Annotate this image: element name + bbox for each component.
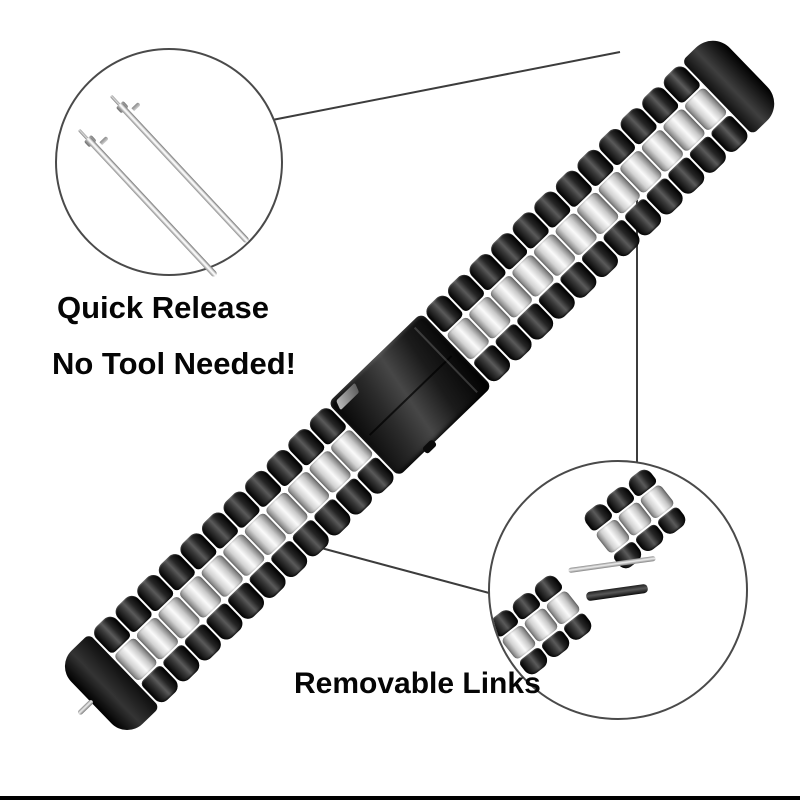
removable-links-detail-circle xyxy=(488,460,748,720)
callout-line-pins xyxy=(261,51,621,123)
mini-band-a xyxy=(581,466,689,572)
image-bottom-border xyxy=(0,796,800,800)
pin-rod xyxy=(117,102,250,244)
pin-quick-release-nub xyxy=(131,102,141,112)
clasp-seam xyxy=(368,355,453,436)
quick-release-label: Quick Release xyxy=(57,290,269,325)
removable-links-label: Removable Links xyxy=(294,667,541,700)
link-pin-silver xyxy=(568,555,656,574)
pin-rod xyxy=(85,136,218,278)
link-pin-dark xyxy=(585,583,649,602)
quick-release-detail-circle xyxy=(55,48,283,278)
pin-quick-release-nub xyxy=(99,136,109,146)
no-tool-needed-label: No Tool Needed! xyxy=(52,346,296,381)
